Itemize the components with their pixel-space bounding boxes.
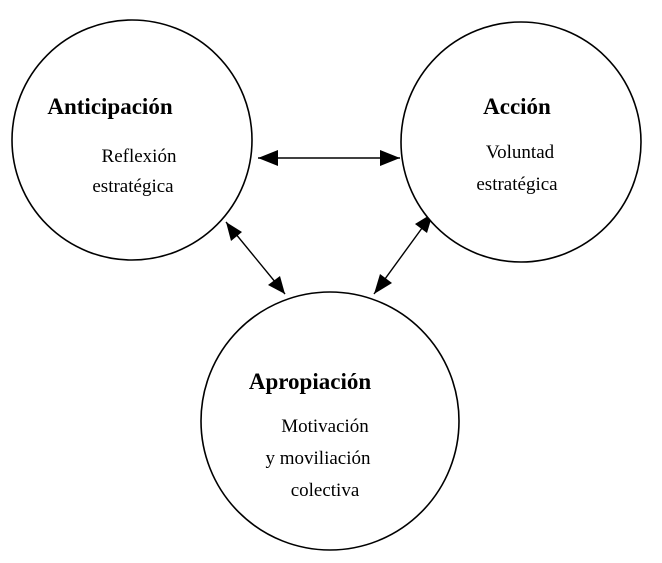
node-accion-title: Acción [483, 94, 551, 119]
node-anticipacion-title: Anticipación [47, 94, 172, 119]
node-accion-line-1: Voluntad [486, 142, 555, 163]
edge-anticipacion-accion-arrowheads [258, 150, 400, 166]
node-accion: Acción Voluntad estratégica [400, 21, 642, 263]
node-anticipacion-line-1: Reflexión [102, 146, 177, 167]
node-apropiacion-line-1: Motivación [281, 416, 369, 437]
node-anticipacion-line-2: estratégica [92, 176, 174, 197]
node-anticipacion: Anticipación Reflexión estratégica [11, 19, 253, 261]
node-apropiacion-line-3: colectiva [291, 480, 360, 501]
node-apropiacion-title: Apropiación [249, 369, 371, 394]
node-apropiacion-line-2: y moviliación [265, 448, 371, 469]
node-accion-line-2: estratégica [476, 174, 558, 195]
node-apropiacion: Apropiación Motivación y moviliación col… [200, 291, 460, 551]
edge-anticipacion-apropiacion-arrowheads [226, 222, 285, 294]
